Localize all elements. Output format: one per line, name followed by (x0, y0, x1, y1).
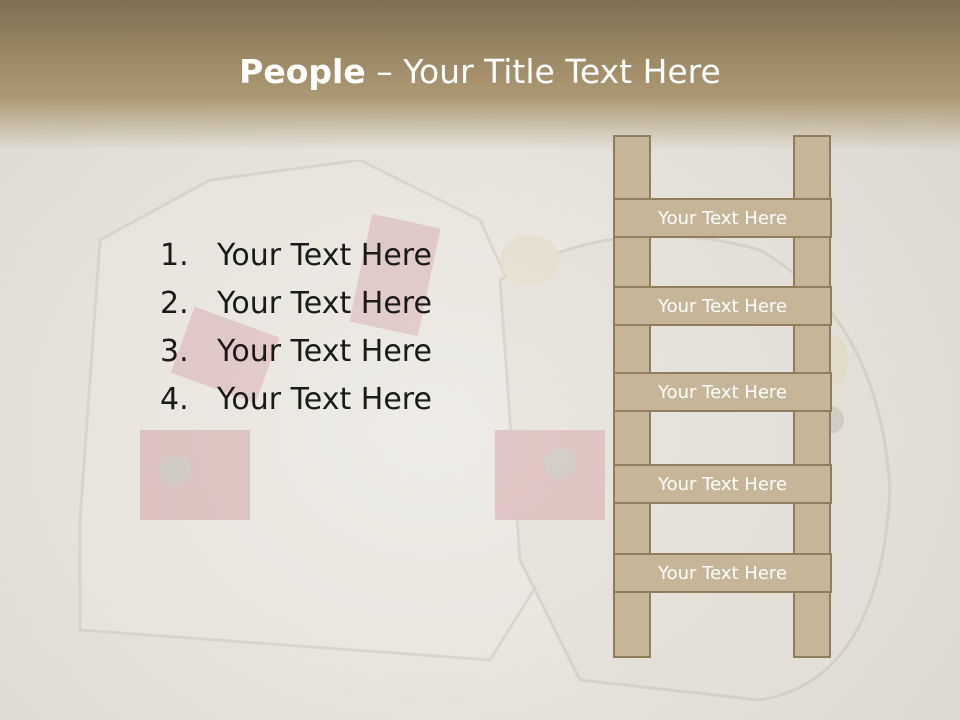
list-item: 2. Your Text Here (160, 280, 432, 328)
numbered-list: 1. Your Text Here 2. Your Text Here 3. Y… (160, 232, 432, 424)
list-text: Your Text Here (217, 382, 432, 417)
slide-title: People – Your Title Text Here (0, 52, 960, 91)
title-bold: People (239, 52, 366, 91)
ladder-rung-2: Your Text Here (613, 286, 832, 326)
list-item: 3. Your Text Here (160, 328, 432, 376)
ladder-rung-5: Your Text Here (613, 553, 832, 593)
list-text: Your Text Here (217, 286, 432, 321)
list-number: 1. (160, 238, 189, 273)
list-item: 1. Your Text Here (160, 232, 432, 280)
title-separator: – (365, 52, 404, 91)
ladder-rung-3: Your Text Here (613, 372, 832, 412)
list-text: Your Text Here (217, 334, 432, 369)
title-text: Your Title Text Here (403, 52, 721, 91)
ladder-rung-1: Your Text Here (613, 198, 832, 238)
list-number: 2. (160, 286, 189, 321)
list-number: 3. (160, 334, 189, 369)
title-band (0, 0, 960, 150)
list-text: Your Text Here (217, 238, 432, 273)
list-item: 4. Your Text Here (160, 376, 432, 424)
list-number: 4. (160, 382, 189, 417)
ladder-rung-4: Your Text Here (613, 464, 832, 504)
